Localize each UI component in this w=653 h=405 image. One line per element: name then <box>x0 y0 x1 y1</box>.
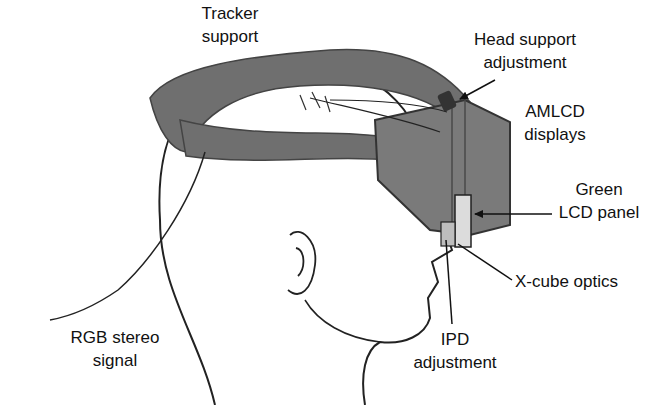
jaw-line <box>305 300 380 342</box>
signal-cable <box>50 152 205 320</box>
part-label: X-cube optics <box>515 270 618 293</box>
part-label: AMLCD displays <box>515 100 595 146</box>
adjust-knob <box>437 90 457 112</box>
leader-line <box>475 213 552 215</box>
part-label: Head support adjustment <box>470 28 580 74</box>
leader-line <box>458 244 512 280</box>
leader-line <box>460 80 495 99</box>
ear <box>288 232 315 294</box>
part-label: RGB stereo signal <box>65 326 165 372</box>
x-cube <box>441 222 455 246</box>
lcd-panel <box>455 195 471 247</box>
part-label: IPD adjustment <box>410 328 500 374</box>
part-label: Tracker support <box>185 2 275 48</box>
part-label: Green LCD panel <box>557 178 641 224</box>
wire <box>310 98 440 132</box>
side-strap <box>180 120 392 160</box>
wire <box>330 100 447 112</box>
leader-line <box>446 240 452 324</box>
